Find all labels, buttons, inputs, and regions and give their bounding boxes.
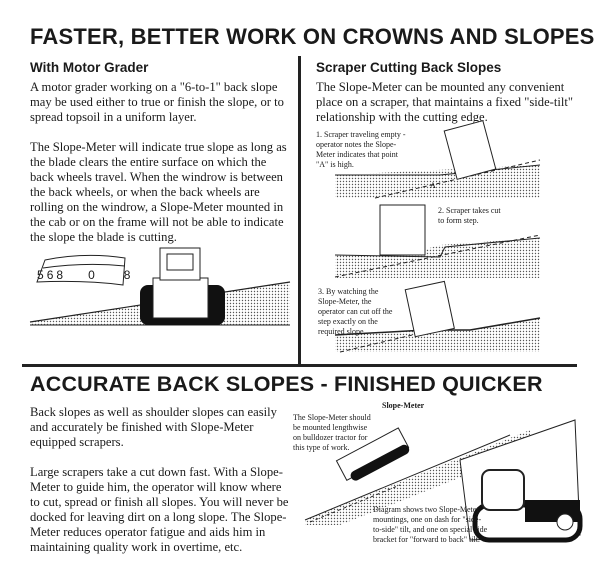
dial-number: 6 — [46, 268, 54, 282]
bulldozer-icon — [140, 247, 225, 325]
dial-number: 5 — [37, 268, 44, 282]
caption-step-2: 2. Scraper takes cut to form step. — [438, 206, 501, 225]
dial-scale: 5 6 8 0 8 — [37, 268, 130, 282]
dial-number: 0 — [88, 268, 95, 282]
caption-mounting: The Slope-Meter should be mounted length… — [293, 413, 371, 452]
slope-meter-callout: Slope-Meter — [382, 401, 425, 410]
bottom-title: ACCURATE BACK SLOPES - FINISHED QUICKER — [30, 372, 543, 396]
motor-grader-text: A motor grader working on a "6-to-1" bac… — [30, 80, 290, 260]
point-a-label: A — [430, 181, 436, 190]
page-title: FASTER, BETTER WORK ON CROWNS AND SLOPES — [30, 24, 595, 49]
slope-meter-dial-icon — [36, 254, 126, 286]
section-heading-motor-grader: With Motor Grader — [30, 60, 149, 75]
section-divider — [22, 364, 577, 367]
bulldozer-illustration — [304, 419, 583, 543]
paragraph: The Slope-Meter will indicate true slope… — [30, 140, 287, 244]
paragraph: Back slopes as well as shoulder slopes c… — [30, 405, 277, 449]
motor-grader-illustration — [29, 247, 291, 326]
scraper-text: The Slope-Meter can be mounted any conve… — [316, 80, 574, 124]
bulldozer-small-icon — [335, 427, 410, 481]
dial-number: 8 — [123, 268, 131, 282]
column-divider — [298, 56, 301, 366]
scraper-illustrations: A — [334, 120, 541, 353]
caption-step-1: 1. Scraper traveling empty - operator no… — [316, 130, 406, 169]
caption-diagram: Diagram shows two Slope-Meter mountings,… — [373, 505, 488, 544]
section-heading-scraper: Scraper Cutting Back Slopes — [316, 60, 502, 75]
paragraph: A motor grader working on a "6-to-1" bac… — [30, 80, 284, 124]
back-slopes-text: Back slopes as well as shoulder slopes c… — [30, 405, 292, 570]
bulldozer-large-icon — [459, 419, 583, 543]
caption-step-3: 3. By watching the Slope-Meter, the oper… — [318, 287, 393, 336]
dial-number: 8 — [56, 268, 64, 282]
paragraph: Large scrapers take a cut down fast. Wit… — [30, 465, 289, 554]
